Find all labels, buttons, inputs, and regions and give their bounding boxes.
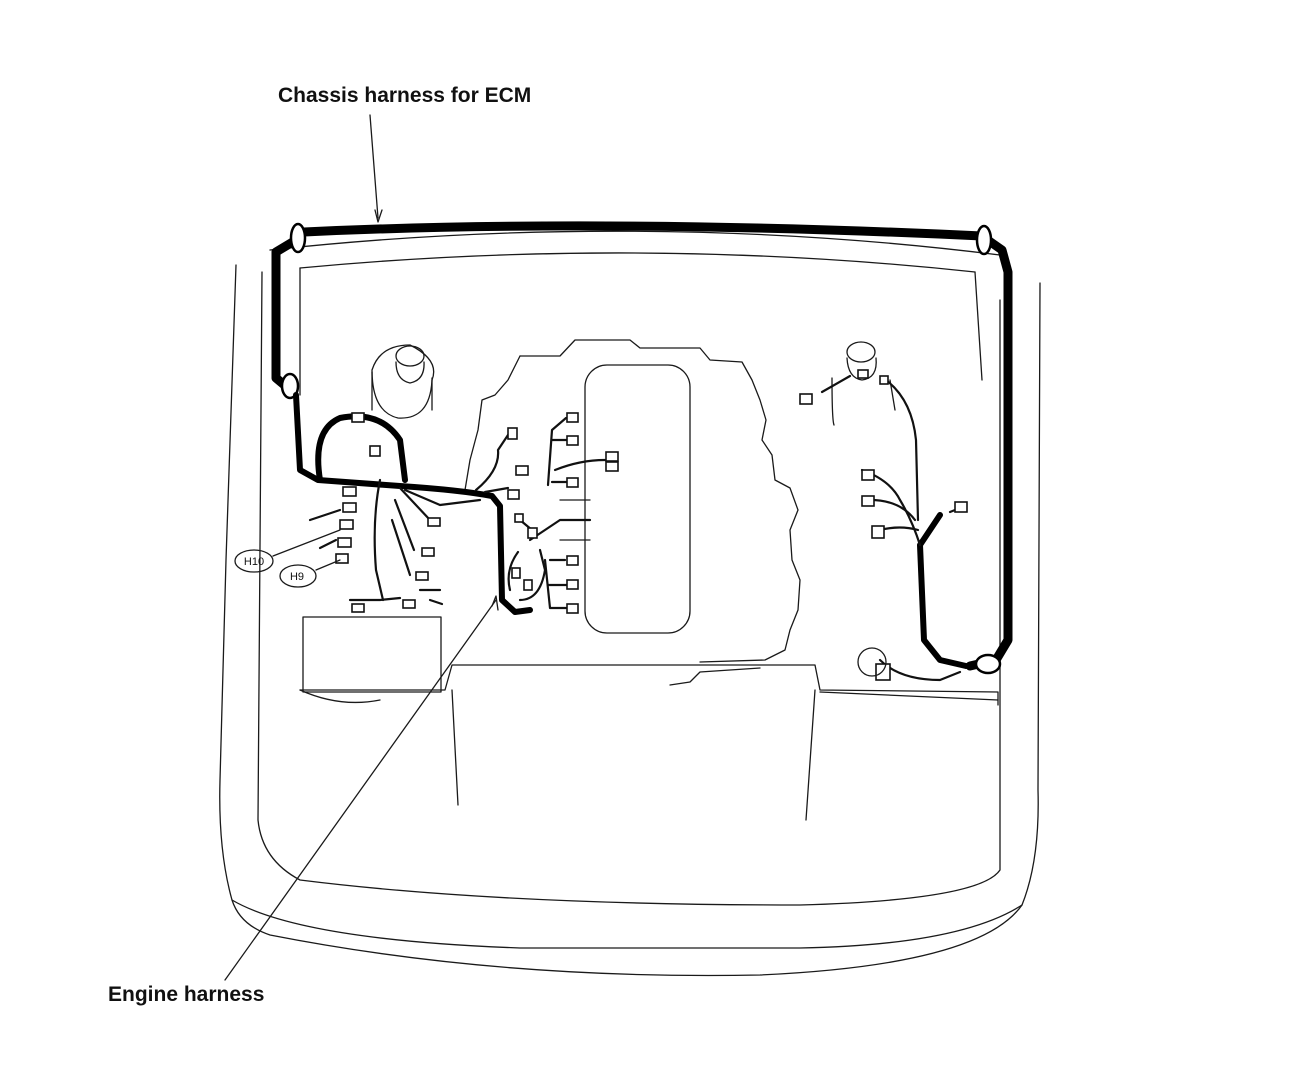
h10-tag: H10: [244, 556, 264, 568]
grommet-right-lower: [974, 653, 1002, 675]
chassis-harness-label: Chassis harness for ECM: [278, 84, 531, 107]
h9-tag: H9: [290, 571, 304, 583]
connector-callout-h9: H9: [279, 559, 341, 588]
engine-harness-wires: [308, 374, 962, 682]
chassis-harness: [271, 221, 1013, 675]
left-strut-tower: [371, 344, 435, 419]
grommet-top-right: [975, 224, 993, 256]
leader-lines: [224, 114, 499, 981]
connector-callout-h10: H10: [234, 529, 341, 573]
grommet-top-left: [289, 222, 307, 254]
engine-harness-label: Engine harness: [108, 983, 264, 1006]
engine-block: [464, 339, 801, 686]
grommet-left-side: [280, 372, 300, 400]
right-strut-tower: [831, 341, 896, 426]
connectors: [335, 369, 968, 681]
vehicle-body-outline: [219, 230, 1041, 977]
battery-box: [302, 616, 442, 693]
